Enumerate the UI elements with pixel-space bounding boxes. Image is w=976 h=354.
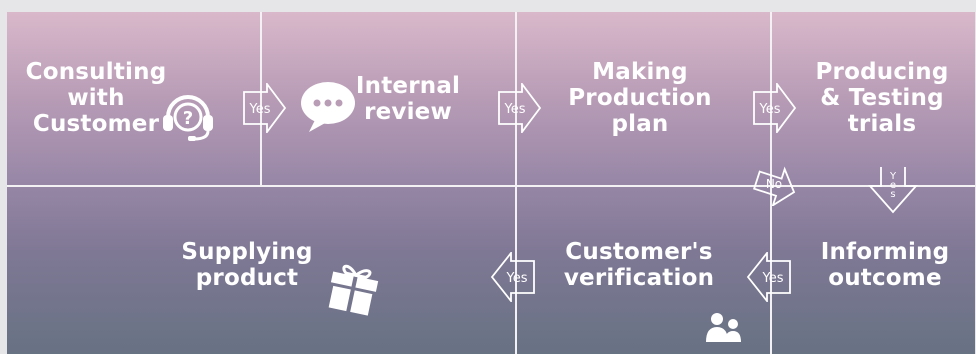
yes-arrow-left-1-label: Yes <box>506 271 528 286</box>
process-diagram: Consulting with Customer ? Internal revi… <box>7 12 975 354</box>
step-consulting-label: Consulting with Customer <box>25 59 167 137</box>
yes-arrow-1-label: Yes <box>249 102 271 117</box>
no-arrow: No <box>753 166 796 206</box>
headset-question-icon: ? <box>163 95 213 141</box>
step-verification-label: Customer's verification <box>563 239 715 291</box>
step-supplying-label: Supplying product <box>181 239 313 291</box>
svg-text:Y: Y <box>889 171 897 182</box>
yes-arrow-left: Yes <box>746 252 791 302</box>
divider-1 <box>260 12 262 186</box>
yes-arrow-left: Yes <box>490 252 535 302</box>
yes-arrow-left-2-label: Yes <box>762 271 784 286</box>
yes-arrow-3-label: Yes <box>759 102 781 117</box>
yes-arrow-2-label: Yes <box>504 102 526 117</box>
no-arrow-label: No <box>766 177 782 191</box>
chat-bubble-icon <box>301 82 355 132</box>
svg-text:?: ? <box>183 108 193 129</box>
horizontal-divider <box>7 185 975 187</box>
yes-arrow-down: Y e s <box>868 167 918 214</box>
step-making-label: Making Production plan <box>568 59 712 137</box>
svg-text:e: e <box>890 180 896 191</box>
divider-3 <box>770 12 772 354</box>
step-informing-label: Informing outcome <box>820 239 950 291</box>
yes-arrow-right: Yes <box>753 83 797 133</box>
gift-icon <box>328 264 379 316</box>
svg-text:s: s <box>890 189 895 200</box>
people-icon <box>706 313 741 342</box>
step-internal-label: Internal review <box>355 73 461 125</box>
step-producing-label: Producing & Testing trials <box>815 59 949 137</box>
yes-arrow-right: Yes <box>498 83 542 133</box>
yes-arrow-right: Yes <box>243 83 287 133</box>
divider-2 <box>515 12 517 354</box>
